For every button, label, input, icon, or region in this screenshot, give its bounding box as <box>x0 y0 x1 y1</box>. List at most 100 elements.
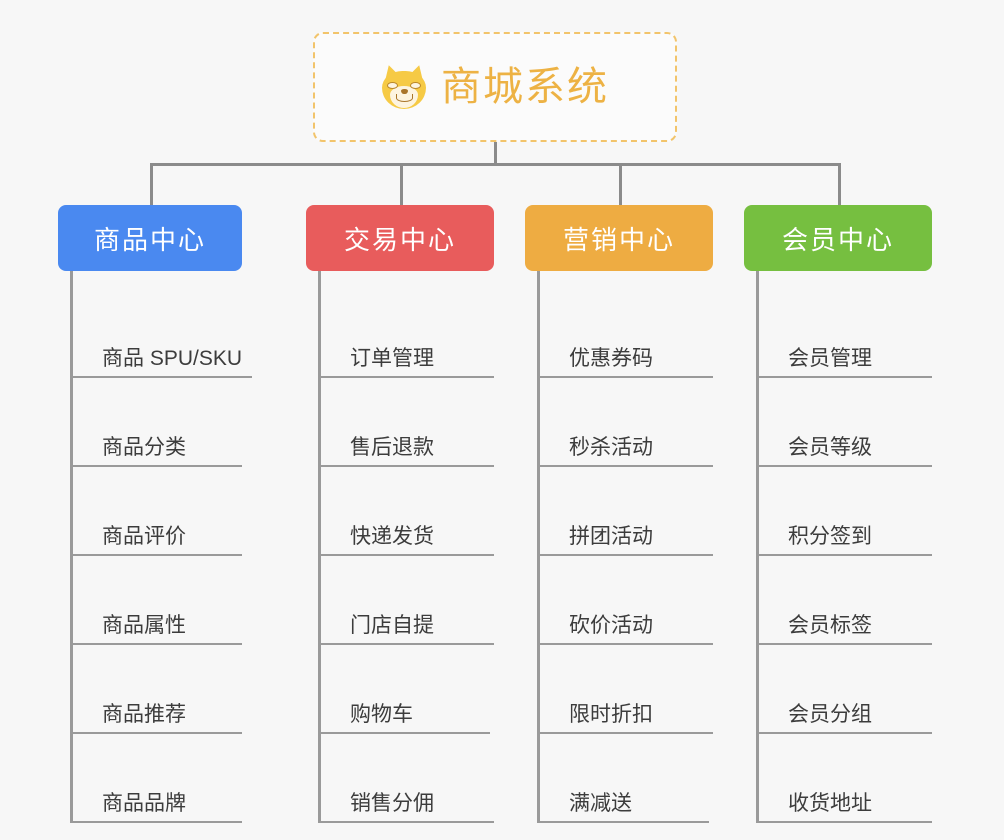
leaf-underline: 订单管理 <box>318 347 494 378</box>
leaf-item[interactable]: 门店自提 <box>306 556 494 645</box>
branch-header-3[interactable]: 营销中心 <box>525 205 713 271</box>
leaf-underline: 快递发货 <box>318 525 494 556</box>
root-node[interactable]: 商城系统 <box>313 32 677 142</box>
branch-rail <box>318 271 321 823</box>
leaf-label: 优惠券码 <box>569 346 653 370</box>
leaf-underline: 会员管理 <box>756 347 932 378</box>
branch-header-label: 营销中心 <box>562 224 675 255</box>
branch-column-3: 营销中心优惠券码秒杀活动拼团活动砍价活动限时折扣满减送 <box>525 205 713 823</box>
connector-drop-2 <box>400 163 403 207</box>
leaf-label: 商品评价 <box>102 524 186 548</box>
leaf-item[interactable]: 商品 SPU/SKU <box>58 289 253 378</box>
leaf-label: 秒杀活动 <box>569 435 653 459</box>
leaf-item[interactable]: 会员等级 <box>744 378 932 467</box>
leaf-item[interactable]: 砍价活动 <box>525 556 713 645</box>
leaf-underline: 购物车 <box>318 703 490 734</box>
leaf-underline: 商品评价 <box>70 525 242 556</box>
leaf-label: 会员分组 <box>788 702 872 726</box>
leaf-label: 购物车 <box>350 702 413 726</box>
branch-rail <box>537 271 540 823</box>
shiba-dog-icon <box>380 62 428 109</box>
leaf-label: 商品品牌 <box>102 791 186 815</box>
leaf-underline: 商品 SPU/SKU <box>70 346 253 378</box>
leaf-underline: 会员标签 <box>756 614 932 645</box>
branch-header-2[interactable]: 交易中心 <box>306 205 494 271</box>
leaf-item[interactable]: 商品评价 <box>58 467 242 556</box>
leaf-label: 满减送 <box>569 791 632 815</box>
leaf-label: 快递发货 <box>350 524 434 548</box>
leaf-item[interactable]: 商品品牌 <box>58 734 242 823</box>
leaf-underline: 门店自提 <box>318 614 494 645</box>
leaf-label: 销售分佣 <box>350 791 434 815</box>
branch-header-label: 会员中心 <box>781 224 894 255</box>
leaf-item[interactable]: 商品分类 <box>58 378 242 467</box>
branch-column-4: 会员中心会员管理会员等级积分签到会员标签会员分组收货地址 <box>744 205 932 823</box>
leaf-underline: 会员分组 <box>756 703 932 734</box>
leaf-label: 积分签到 <box>788 524 872 548</box>
leaf-underline: 积分签到 <box>756 525 932 556</box>
leaf-label: 门店自提 <box>350 613 434 637</box>
branch-items-3: 优惠券码秒杀活动拼团活动砍价活动限时折扣满减送 <box>525 271 713 823</box>
connector-stem <box>494 142 497 165</box>
branch-rail <box>756 271 759 823</box>
leaf-item[interactable]: 限时折扣 <box>525 645 713 734</box>
leaf-item[interactable]: 优惠券码 <box>525 289 713 378</box>
leaf-item[interactable]: 快递发货 <box>306 467 494 556</box>
leaf-item[interactable]: 商品属性 <box>58 556 242 645</box>
leaf-underline: 销售分佣 <box>318 792 494 823</box>
branch-header-label: 商品中心 <box>93 224 206 255</box>
leaf-label: 商品分类 <box>102 435 186 459</box>
leaf-underline: 售后退款 <box>318 436 494 467</box>
leaf-underline: 砍价活动 <box>537 614 713 645</box>
connector-bus <box>150 163 840 166</box>
leaf-label: 限时折扣 <box>569 702 653 726</box>
leaf-underline: 收货地址 <box>756 792 932 823</box>
leaf-underline: 商品属性 <box>70 614 242 645</box>
leaf-item[interactable]: 购物车 <box>306 645 494 734</box>
leaf-underline: 限时折扣 <box>537 703 713 734</box>
branch-items-1: 商品 SPU/SKU 商品分类商品评价商品属性商品推荐商品品牌 <box>58 271 253 823</box>
connector-drop-1 <box>150 163 153 207</box>
leaf-label: 商品属性 <box>102 613 186 637</box>
branch-column-2: 交易中心订单管理售后退款快递发货门店自提购物车销售分佣 <box>306 205 494 823</box>
leaf-item[interactable]: 满减送 <box>525 734 713 823</box>
leaf-label: 售后退款 <box>350 435 434 459</box>
leaf-label: 砍价活动 <box>569 613 653 637</box>
leaf-label: 订单管理 <box>350 346 434 370</box>
leaf-item[interactable]: 收货地址 <box>744 734 932 823</box>
leaf-item[interactable]: 秒杀活动 <box>525 378 713 467</box>
leaf-underline: 商品品牌 <box>70 792 242 823</box>
leaf-label: 会员标签 <box>788 613 872 637</box>
leaf-item[interactable]: 售后退款 <box>306 378 494 467</box>
branch-rail <box>70 271 73 823</box>
branch-column-1: 商品中心商品 SPU/SKU 商品分类商品评价商品属性商品推荐商品品牌 <box>58 205 253 823</box>
branch-header-1[interactable]: 商品中心 <box>58 205 242 271</box>
branch-items-4: 会员管理会员等级积分签到会员标签会员分组收货地址 <box>744 271 932 823</box>
branch-header-4[interactable]: 会员中心 <box>744 205 932 271</box>
leaf-label: 会员等级 <box>788 435 872 459</box>
leaf-item[interactable]: 订单管理 <box>306 289 494 378</box>
leaf-item[interactable]: 商品推荐 <box>58 645 242 734</box>
leaf-label: 会员管理 <box>788 346 872 370</box>
leaf-underline: 商品推荐 <box>70 703 242 734</box>
leaf-item[interactable]: 销售分佣 <box>306 734 494 823</box>
leaf-item[interactable]: 会员分组 <box>744 645 932 734</box>
leaf-item[interactable]: 拼团活动 <box>525 467 713 556</box>
leaf-label: 商品推荐 <box>102 702 186 726</box>
leaf-label: 拼团活动 <box>569 524 653 548</box>
leaf-underline: 满减送 <box>537 792 709 823</box>
branch-header-label: 交易中心 <box>343 224 456 255</box>
leaf-underline: 秒杀活动 <box>537 436 713 467</box>
root-title: 商城系统 <box>441 65 609 109</box>
leaf-underline: 商品分类 <box>70 436 242 467</box>
leaf-label: 收货地址 <box>788 791 872 815</box>
leaf-item[interactable]: 会员标签 <box>744 556 932 645</box>
leaf-item[interactable]: 会员管理 <box>744 289 932 378</box>
leaf-underline: 拼团活动 <box>537 525 713 556</box>
connector-drop-3 <box>619 163 622 207</box>
leaf-label: 商品 SPU/SKU <box>102 346 243 370</box>
connector-drop-4 <box>838 163 841 207</box>
leaf-item[interactable]: 积分签到 <box>744 467 932 556</box>
leaf-underline: 优惠券码 <box>537 347 713 378</box>
